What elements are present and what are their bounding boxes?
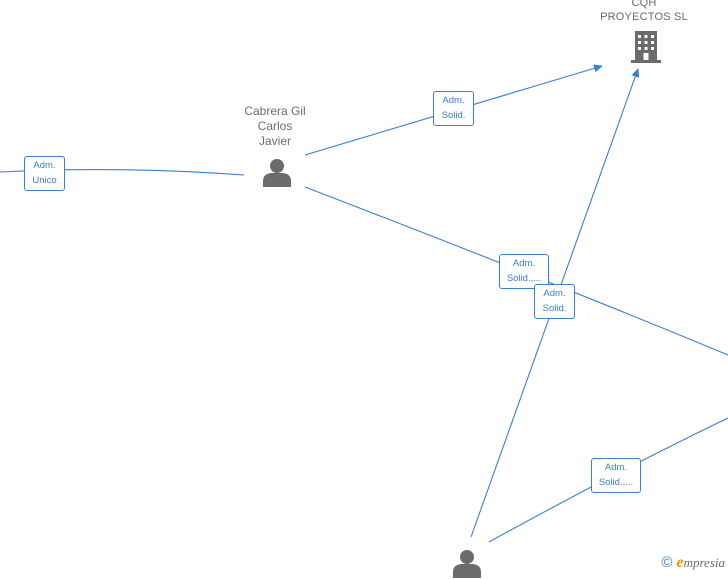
edge-label-adm-unico[interactable]: Adm. Unico <box>24 156 65 191</box>
building-icon[interactable] <box>630 30 662 64</box>
edge-label-adm-solid-cabrera-right[interactable]: Adm. Solid.,... <box>499 254 549 289</box>
edge-label-adm-solid-bottom-company[interactable]: Adm. Solid. <box>534 284 575 319</box>
person-icon[interactable] <box>262 158 292 188</box>
edge-label-adm-solid-cabrera-company[interactable]: Adm. Solid. <box>433 91 474 126</box>
empresia-watermark: © empresia <box>661 554 725 572</box>
person-node-label-cabrera[interactable]: Cabrera Gil Carlos Javier <box>244 104 306 148</box>
edge-label-adm-solid-bottom-right[interactable]: Adm. Solid.,... <box>591 458 641 493</box>
copyright-icon: © <box>661 554 673 571</box>
company-node-label[interactable]: CQH PROYECTOS SL <box>600 0 688 23</box>
brand-logo: empresia <box>676 554 725 571</box>
